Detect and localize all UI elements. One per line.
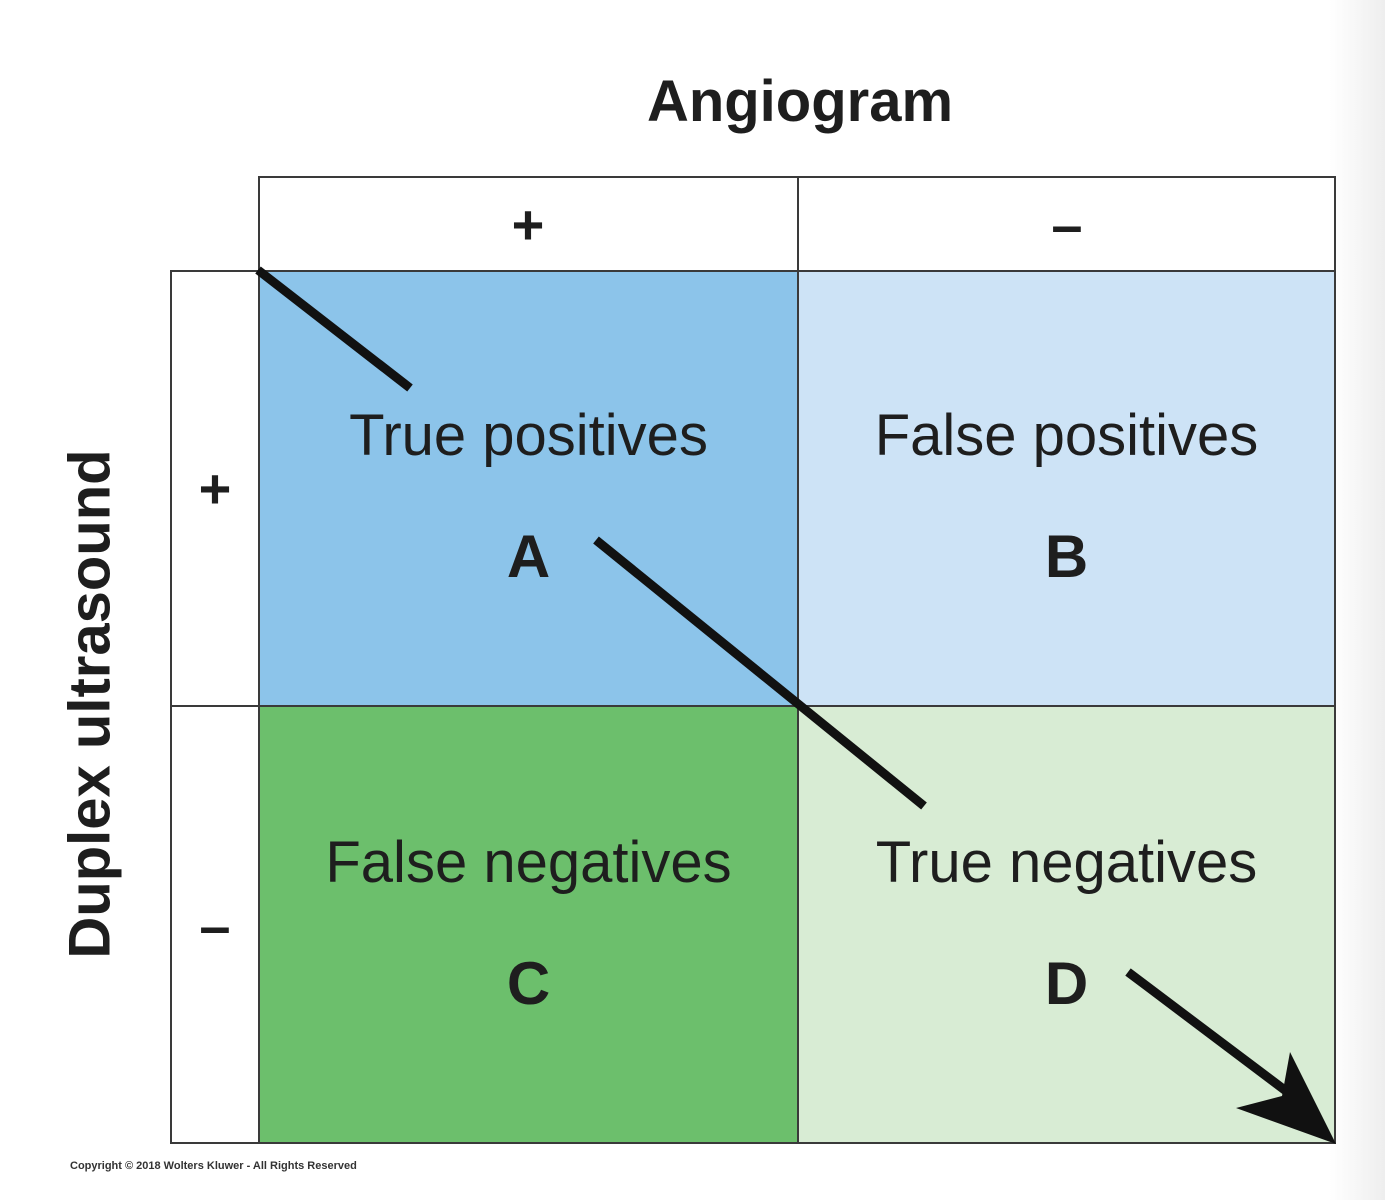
cell-false-positives: False positives B [797, 270, 1336, 707]
column-header-divider [797, 176, 799, 272]
row-header-divider [170, 705, 260, 707]
diagonal-segment-middle [593, 536, 927, 810]
diagonal-segment-top [255, 266, 413, 392]
cell-letter: C [506, 950, 551, 1017]
copyright-notice: Copyright © 2018 Wolters Kluwer - All Ri… [70, 1160, 357, 1172]
row-negative-sign: – [199, 893, 231, 957]
cell-label: False positives [874, 403, 1259, 468]
arrowhead-icon [1236, 1052, 1336, 1144]
cell-letter: D [1044, 950, 1089, 1017]
diagonal-segment-bottom [1125, 968, 1293, 1098]
column-axis-title: Angiogram [646, 69, 954, 134]
row-positive-sign: + [198, 456, 232, 520]
cell-label: True positives [349, 403, 708, 468]
cell-label: False negatives [325, 830, 732, 895]
cell-false-negatives: False negatives C [258, 705, 799, 1144]
cell-letter: A [506, 523, 551, 590]
column-negative-sign: – [1051, 192, 1083, 256]
cell-label: True negatives [875, 830, 1258, 895]
column-positive-sign: + [511, 192, 545, 256]
cell-letter: B [1044, 523, 1089, 590]
